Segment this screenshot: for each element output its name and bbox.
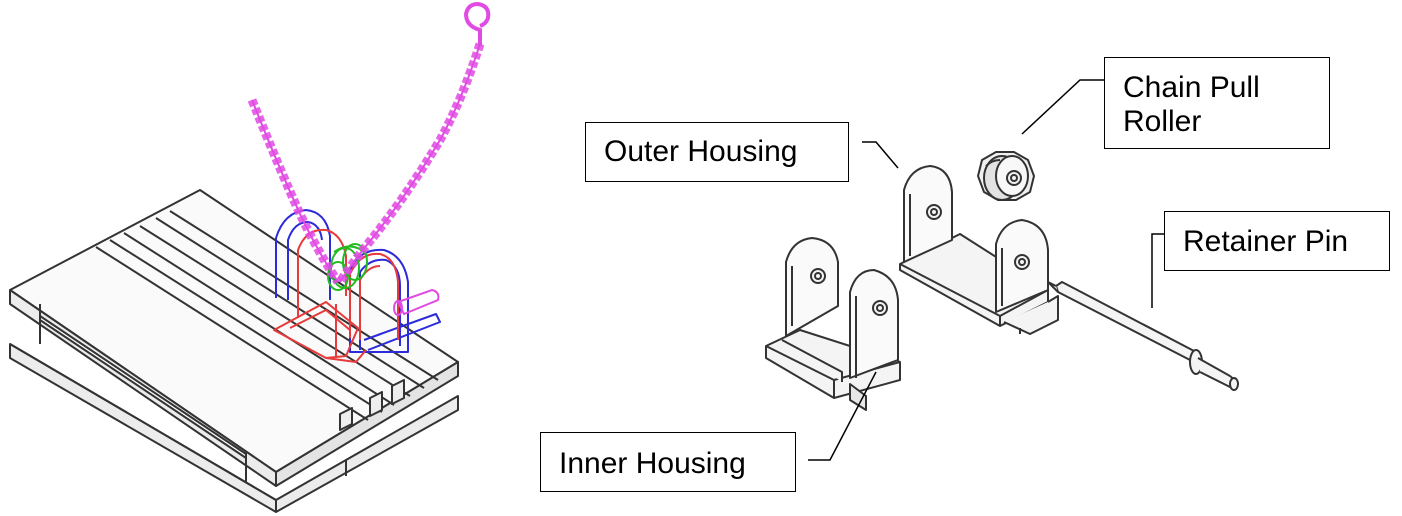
chain-assembled bbox=[247, 1, 491, 316]
chain-pull-roller-label: Chain Pull Roller bbox=[1104, 57, 1330, 149]
retainer-pin-label-text: Retainer Pin bbox=[1183, 225, 1349, 258]
chain-pull-roller-label-line1: Chain Pull bbox=[1123, 71, 1260, 104]
chain-pull-roller-part bbox=[977, 151, 1035, 201]
chain-pull-roller-label-line2: Roller bbox=[1123, 105, 1202, 138]
outer-housing-label-text: Outer Housing bbox=[604, 135, 798, 168]
leader-lines bbox=[808, 79, 1164, 461]
retainer-pin-label: Retainer Pin bbox=[1164, 211, 1390, 271]
inner-housing-part bbox=[765, 237, 901, 411]
outer-housing-label: Outer Housing bbox=[585, 122, 849, 182]
outer-housing-part bbox=[899, 165, 1059, 335]
roller-assembled bbox=[327, 243, 368, 291]
retainer-pin-part bbox=[1047, 281, 1239, 391]
inner-housing-label: Inner Housing bbox=[540, 432, 796, 492]
i-beam-rail bbox=[9, 189, 459, 513]
inner-housing-label-text: Inner Housing bbox=[559, 447, 746, 480]
inner-housing-assembled bbox=[273, 228, 399, 363]
